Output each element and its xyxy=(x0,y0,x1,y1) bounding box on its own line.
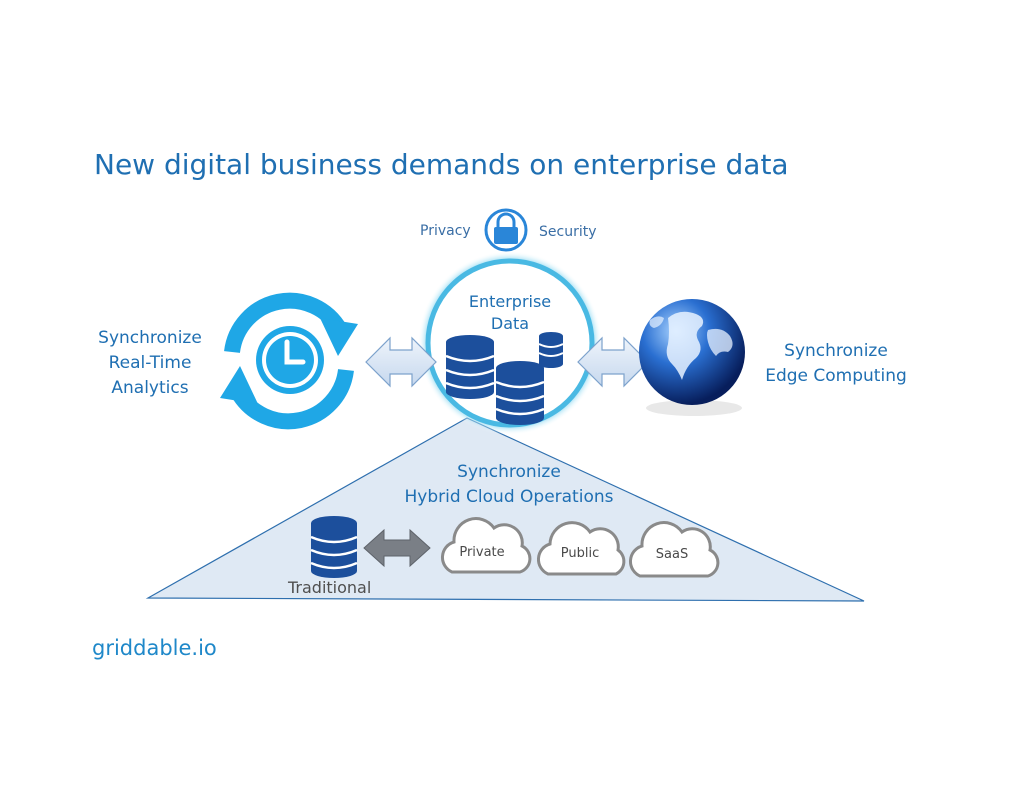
realtime-analytics-line1: Synchronize xyxy=(98,328,202,348)
enterprise-data-label: Enterprise Data xyxy=(442,291,578,335)
realtime-analytics-label: Synchronize Real-Time Analytics xyxy=(82,326,218,401)
edge-computing-label: Synchronize Edge Computing xyxy=(748,339,924,389)
double-arrow-icon xyxy=(363,528,431,568)
hybrid-cloud-label: Synchronize Hybrid Cloud Operations xyxy=(384,460,634,510)
hybrid-cloud-line1: Synchronize xyxy=(457,462,561,482)
enterprise-data-line1: Enterprise xyxy=(468,292,552,311)
realtime-analytics-line3: Analytics xyxy=(111,378,189,398)
footer-brand[interactable]: griddable.io xyxy=(92,636,217,660)
edge-computing-line2: Edge Computing xyxy=(765,366,907,386)
cloud-label-public: Public xyxy=(561,546,599,561)
traditional-label: Traditional xyxy=(288,578,372,597)
cloud-label-private: Private xyxy=(459,545,504,560)
realtime-analytics-line2: Real-Time xyxy=(108,353,192,373)
cloud-label-saas: SaaS xyxy=(656,547,688,562)
globe-icon xyxy=(639,299,745,416)
clock-sync-icon xyxy=(220,292,358,430)
hybrid-cloud-line2: Hybrid Cloud Operations xyxy=(404,487,614,507)
edge-computing-line1: Synchronize xyxy=(784,341,888,361)
cloud-icon xyxy=(537,521,626,576)
cloud-icon xyxy=(629,521,720,578)
double-arrow-icon xyxy=(365,336,437,388)
lock-icon xyxy=(484,208,528,252)
privacy-label: Privacy xyxy=(420,223,471,239)
database-icon xyxy=(310,516,358,578)
enterprise-data-line2: Data xyxy=(490,314,530,333)
database-icon xyxy=(445,332,564,425)
security-label: Security xyxy=(539,224,597,240)
cloud-icon xyxy=(441,517,532,574)
page-title: New digital business demands on enterpri… xyxy=(94,148,789,181)
